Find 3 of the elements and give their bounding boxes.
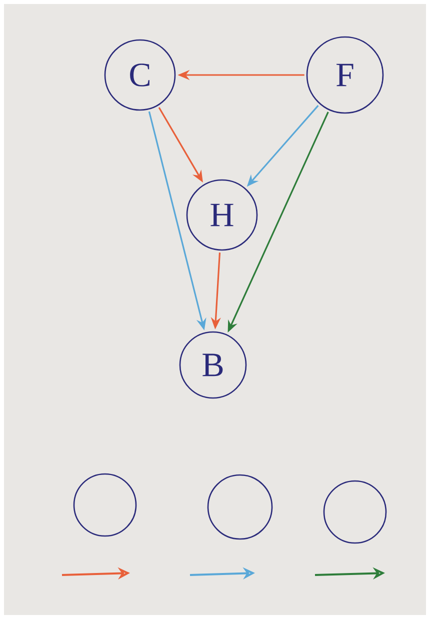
empty-circle — [73, 473, 137, 537]
empty-circle — [207, 474, 273, 540]
empty-circle — [323, 480, 387, 544]
